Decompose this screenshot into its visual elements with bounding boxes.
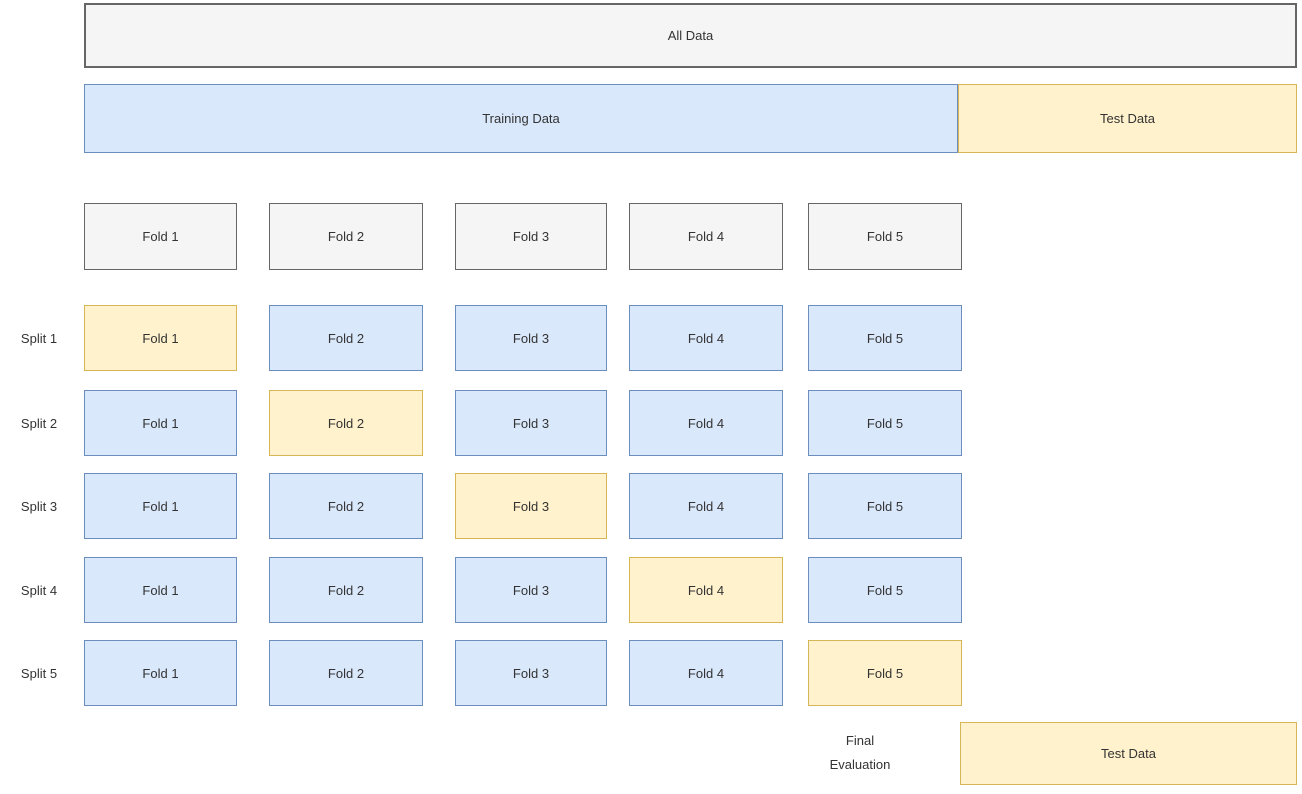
fold-header-3-label: Fold 3 [512, 229, 550, 244]
fold-cell-label: Fold 3 [512, 665, 550, 681]
final-evaluation-label: Final Evaluation [786, 729, 934, 777]
fold-cell-label: Fold 1 [142, 582, 179, 598]
fold-header-4: Fold 4 [629, 203, 783, 270]
fold-cell: Fold 2 [269, 473, 423, 539]
fold-cell: Fold 3 [455, 305, 607, 371]
final-test-data-label: Test Data [1101, 746, 1156, 761]
fold-cell-label: Fold 5 [866, 415, 904, 431]
fold-cell-label: Fold 2 [327, 665, 365, 681]
test-data-bar: Test Data [958, 84, 1297, 153]
fold-cell: Fold 4 [629, 305, 783, 371]
fold-cell: Fold 3 [455, 640, 607, 706]
fold-cell: Fold 3 [455, 473, 607, 539]
split-1-label: Split 1 [20, 330, 58, 346]
fold-cell: Fold 1 [84, 305, 237, 371]
fold-cell-label: Fold 5 [866, 665, 904, 681]
fold-cell-label: Fold 2 [327, 415, 365, 431]
fold-header-2: Fold 2 [269, 203, 423, 270]
all-data-bar: All Data [84, 3, 1297, 68]
fold-cell: Fold 2 [269, 557, 423, 623]
fold-cell-label: Fold 4 [687, 330, 725, 346]
fold-cell: Fold 2 [269, 640, 423, 706]
fold-cell-label: Fold 5 [866, 498, 904, 514]
fold-cell-label: Fold 2 [327, 498, 365, 514]
training-data-bar: Training Data [84, 84, 958, 153]
fold-header-5-label: Fold 5 [866, 229, 904, 244]
fold-cell: Fold 3 [455, 390, 607, 456]
fold-header-5: Fold 5 [808, 203, 962, 270]
fold-cell-label: Fold 1 [142, 415, 179, 431]
fold-cell: Fold 2 [269, 305, 423, 371]
final-test-data-bar: Test Data [960, 722, 1297, 785]
fold-cell-label: Fold 1 [142, 330, 179, 346]
test-data-label: Test Data [1100, 111, 1155, 126]
split-3-label: Split 3 [20, 498, 58, 514]
fold-cell: Fold 5 [808, 305, 962, 371]
fold-header-3: Fold 3 [455, 203, 607, 270]
fold-cell: Fold 1 [84, 640, 237, 706]
fold-cell: Fold 5 [808, 473, 962, 539]
split-4-label: Split 4 [20, 582, 58, 598]
fold-cell-label: Fold 4 [687, 415, 725, 431]
fold-header-4-label: Fold 4 [687, 229, 725, 244]
final-evaluation-line2: Evaluation [829, 757, 891, 772]
fold-cell-label: Fold 5 [866, 582, 904, 598]
fold-cell: Fold 5 [808, 390, 962, 456]
all-data-label: All Data [667, 28, 714, 43]
split-2-label: Split 2 [20, 415, 58, 431]
training-data-label: Training Data [482, 111, 560, 126]
fold-header-2-label: Fold 2 [327, 229, 365, 244]
fold-cell-label: Fold 1 [142, 498, 179, 514]
fold-cell: Fold 4 [629, 640, 783, 706]
fold-cell-label: Fold 3 [512, 330, 550, 346]
fold-header-1-label: Fold 1 [142, 229, 179, 244]
fold-cell: Fold 5 [808, 640, 962, 706]
fold-cell: Fold 2 [269, 390, 423, 456]
fold-cell-label: Fold 3 [512, 415, 550, 431]
fold-cell: Fold 1 [84, 473, 237, 539]
fold-cell: Fold 1 [84, 390, 237, 456]
fold-cell: Fold 3 [455, 557, 607, 623]
fold-cell-label: Fold 2 [327, 330, 365, 346]
fold-cell: Fold 4 [629, 390, 783, 456]
fold-cell-label: Fold 1 [142, 665, 179, 681]
final-evaluation-line1: Final [845, 733, 875, 748]
fold-cell: Fold 4 [629, 557, 783, 623]
fold-cell-label: Fold 4 [687, 498, 725, 514]
fold-cell-label: Fold 4 [687, 665, 725, 681]
fold-cell-label: Fold 4 [687, 582, 725, 598]
fold-cell-label: Fold 2 [327, 582, 365, 598]
split-5-label: Split 5 [20, 665, 58, 681]
fold-cell-label: Fold 3 [512, 582, 550, 598]
fold-cell-label: Fold 3 [512, 498, 550, 514]
fold-header-1: Fold 1 [84, 203, 237, 270]
fold-cell: Fold 1 [84, 557, 237, 623]
fold-cell-label: Fold 5 [866, 330, 904, 346]
fold-cell: Fold 5 [808, 557, 962, 623]
fold-cell: Fold 4 [629, 473, 783, 539]
